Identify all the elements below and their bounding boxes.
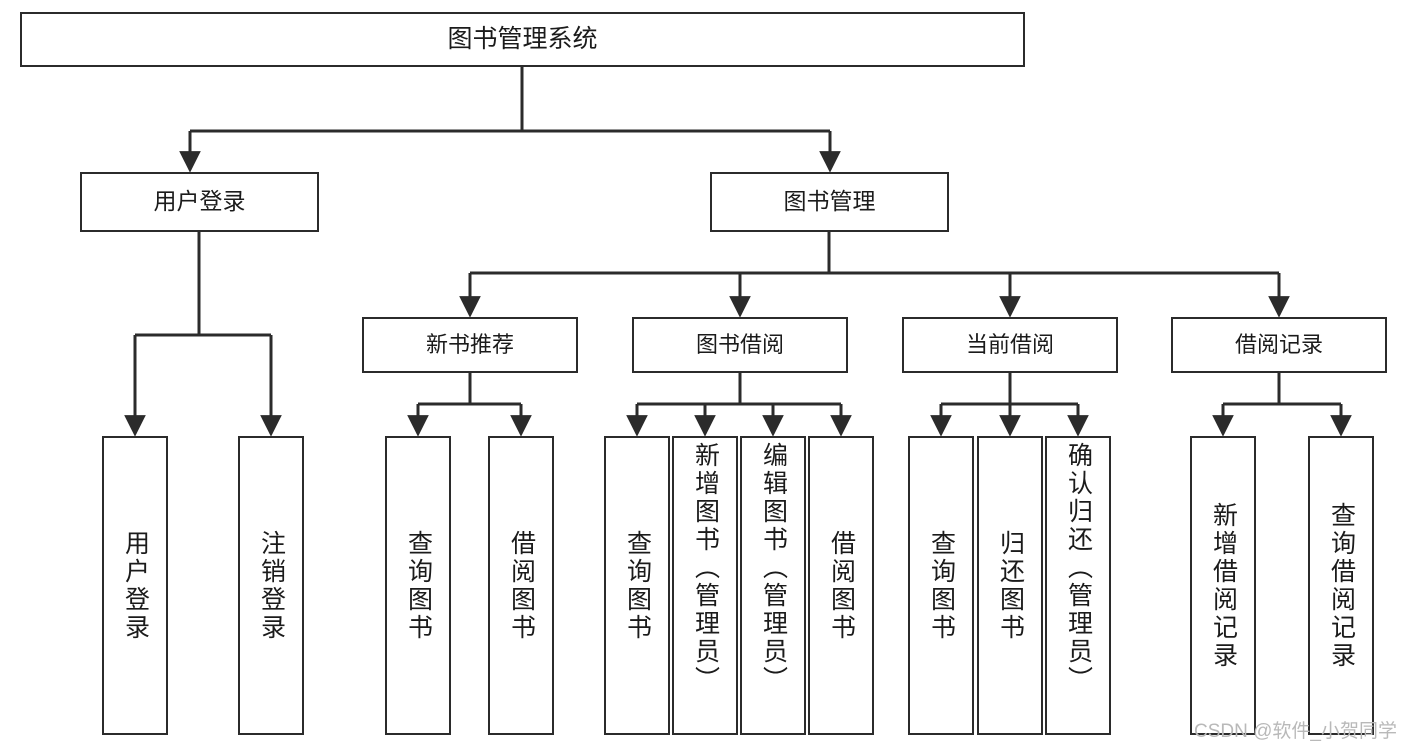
- node-user-login[interactable]: 用户登录: [80, 172, 319, 232]
- node-leaf-confirm-return-label: 确认归还（管理员）: [1064, 442, 1093, 694]
- node-leaf-borrow-book-2-label: 借阅图书: [827, 529, 856, 642]
- node-leaf-edit-book[interactable]: 编辑图书（管理员）: [740, 436, 806, 735]
- watermark: CSDN @软件_小贺同学: [1194, 721, 1397, 742]
- node-leaf-logout[interactable]: 注销登录: [238, 436, 304, 735]
- node-leaf-query-book-1-label: 查询图书: [404, 529, 433, 642]
- node-book-management[interactable]: 图书管理: [710, 172, 949, 232]
- node-leaf-query-record[interactable]: 查询借阅记录: [1308, 436, 1374, 735]
- node-leaf-edit-book-label: 编辑图书（管理员）: [759, 442, 788, 694]
- node-leaf-add-book-label: 新增图书（管理员）: [691, 442, 720, 694]
- node-book-borrow-label: 图书借阅: [695, 332, 784, 358]
- node-leaf-query-record-label: 查询借阅记录: [1327, 501, 1356, 670]
- node-root-label: 图书管理系统: [447, 24, 598, 53]
- node-leaf-query-book-1[interactable]: 查询图书: [385, 436, 451, 735]
- node-leaf-query-book-2[interactable]: 查询图书: [604, 436, 670, 735]
- node-leaf-add-record[interactable]: 新增借阅记录: [1190, 436, 1256, 735]
- node-new-book-recommend[interactable]: 新书推荐: [362, 317, 578, 373]
- node-leaf-query-book-3[interactable]: 查询图书: [908, 436, 974, 735]
- node-book-borrow[interactable]: 图书借阅: [632, 317, 848, 373]
- node-leaf-user-login[interactable]: 用户登录: [102, 436, 168, 735]
- node-leaf-add-record-label: 新增借阅记录: [1209, 501, 1238, 670]
- node-leaf-logout-label: 注销登录: [257, 529, 286, 642]
- node-new-book-recommend-label: 新书推荐: [425, 332, 514, 358]
- node-user-login-label: 用户登录: [153, 188, 246, 215]
- node-leaf-borrow-book-2[interactable]: 借阅图书: [808, 436, 874, 735]
- node-leaf-user-login-label: 用户登录: [121, 529, 150, 642]
- node-current-borrow[interactable]: 当前借阅: [902, 317, 1118, 373]
- node-leaf-query-book-2-label: 查询图书: [623, 529, 652, 642]
- node-leaf-confirm-return[interactable]: 确认归还（管理员）: [1045, 436, 1111, 735]
- node-leaf-borrow-book-1-label: 借阅图书: [507, 529, 536, 642]
- node-borrow-record[interactable]: 借阅记录: [1171, 317, 1387, 373]
- node-leaf-borrow-book-1[interactable]: 借阅图书: [488, 436, 554, 735]
- node-leaf-query-book-3-label: 查询图书: [927, 529, 956, 642]
- node-leaf-add-book[interactable]: 新增图书（管理员）: [672, 436, 738, 735]
- node-borrow-record-label: 借阅记录: [1234, 332, 1323, 358]
- node-root[interactable]: 图书管理系统: [20, 12, 1025, 67]
- node-leaf-return-book-label: 归还图书: [996, 529, 1025, 642]
- node-current-borrow-label: 当前借阅: [965, 332, 1054, 358]
- node-book-management-label: 图书管理: [783, 188, 876, 215]
- node-leaf-return-book[interactable]: 归还图书: [977, 436, 1043, 735]
